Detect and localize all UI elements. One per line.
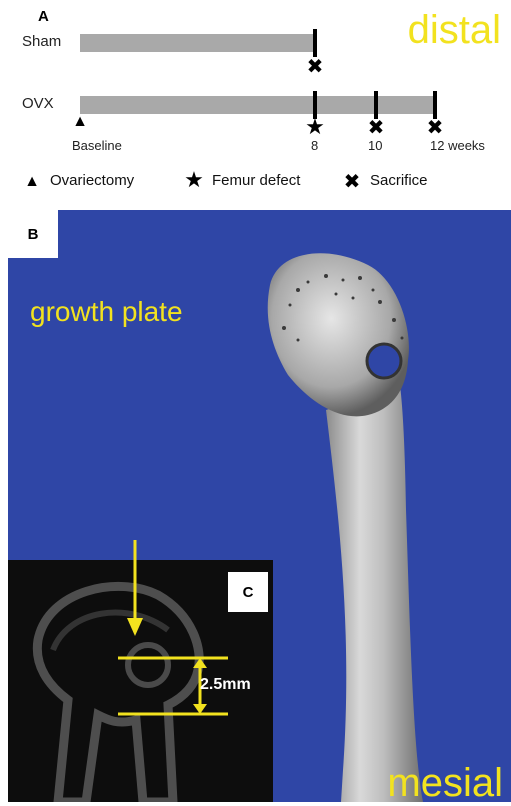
legend-ovariectomy: Ovariectomy (50, 172, 134, 189)
legend-star-icon: ★ (182, 170, 206, 190)
ovx-baseline-triangle-icon: ▲ (68, 112, 92, 132)
ovx-bar (80, 96, 435, 114)
week10-label: 10 (368, 138, 382, 153)
ovx-week10-cross-icon: ✖ (364, 118, 388, 138)
ovx-week10-tick (374, 91, 378, 119)
ovx-week12-tick (433, 91, 437, 119)
panel-c-label-text: C (243, 584, 254, 601)
femur-head (268, 253, 409, 416)
panel-b-label-text: B (28, 226, 39, 243)
week8-label: 8 (311, 138, 318, 153)
baseline-label: Baseline (72, 138, 122, 153)
legend-femur-defect: Femur defect (212, 172, 300, 189)
panel-c-label: C (228, 572, 268, 612)
ovx-row-label: OVX (22, 95, 54, 112)
sham-sacrifice-cross-icon: ✖ (303, 57, 327, 77)
growth-plate-arrow-stem (133, 540, 143, 562)
sham-row-label: Sham (22, 33, 61, 50)
ct-femur-head (37, 586, 199, 802)
defect-hole (367, 344, 401, 378)
panel-b-label: B (8, 210, 58, 258)
sham-bar (80, 34, 315, 52)
distal-label: distal (408, 8, 501, 53)
sham-week8-tick (313, 29, 317, 57)
mesial-label: mesial (387, 761, 503, 806)
measurement-label: 2.5mm (200, 676, 251, 694)
legend-cross-icon: ✖ (340, 172, 364, 192)
week12-label: 12 weeks (430, 138, 485, 153)
legend-sacrifice: Sacrifice (370, 172, 428, 189)
ovx-week8-star-icon: ★ (303, 117, 327, 137)
growth-plate-label: growth plate (30, 296, 183, 328)
panel-a-label: A (38, 8, 49, 25)
femur-shaft (326, 385, 423, 802)
ovx-week12-cross-icon: ✖ (423, 118, 447, 138)
growth-plate-arrowhead (127, 618, 143, 636)
legend-triangle-icon: ▲ (20, 172, 44, 192)
